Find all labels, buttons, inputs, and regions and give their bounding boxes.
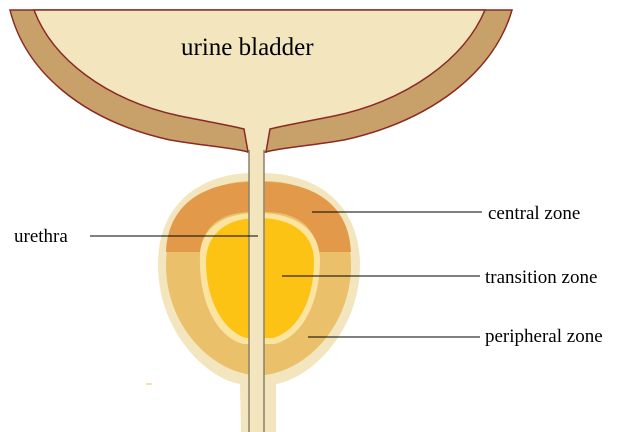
urine-bladder-label: urine bladder	[181, 35, 314, 60]
peripheral-zone-label: peripheral zone	[485, 327, 603, 346]
urine-bladder	[10, 10, 512, 152]
transition-zone-label: transition zone	[485, 268, 597, 287]
urethra-fill	[249, 150, 264, 432]
urethra-label: urethra	[14, 227, 68, 246]
bladder-interior	[34, 10, 485, 152]
central-zone-label: central zone	[488, 204, 580, 223]
urethra-tube	[249, 150, 264, 432]
